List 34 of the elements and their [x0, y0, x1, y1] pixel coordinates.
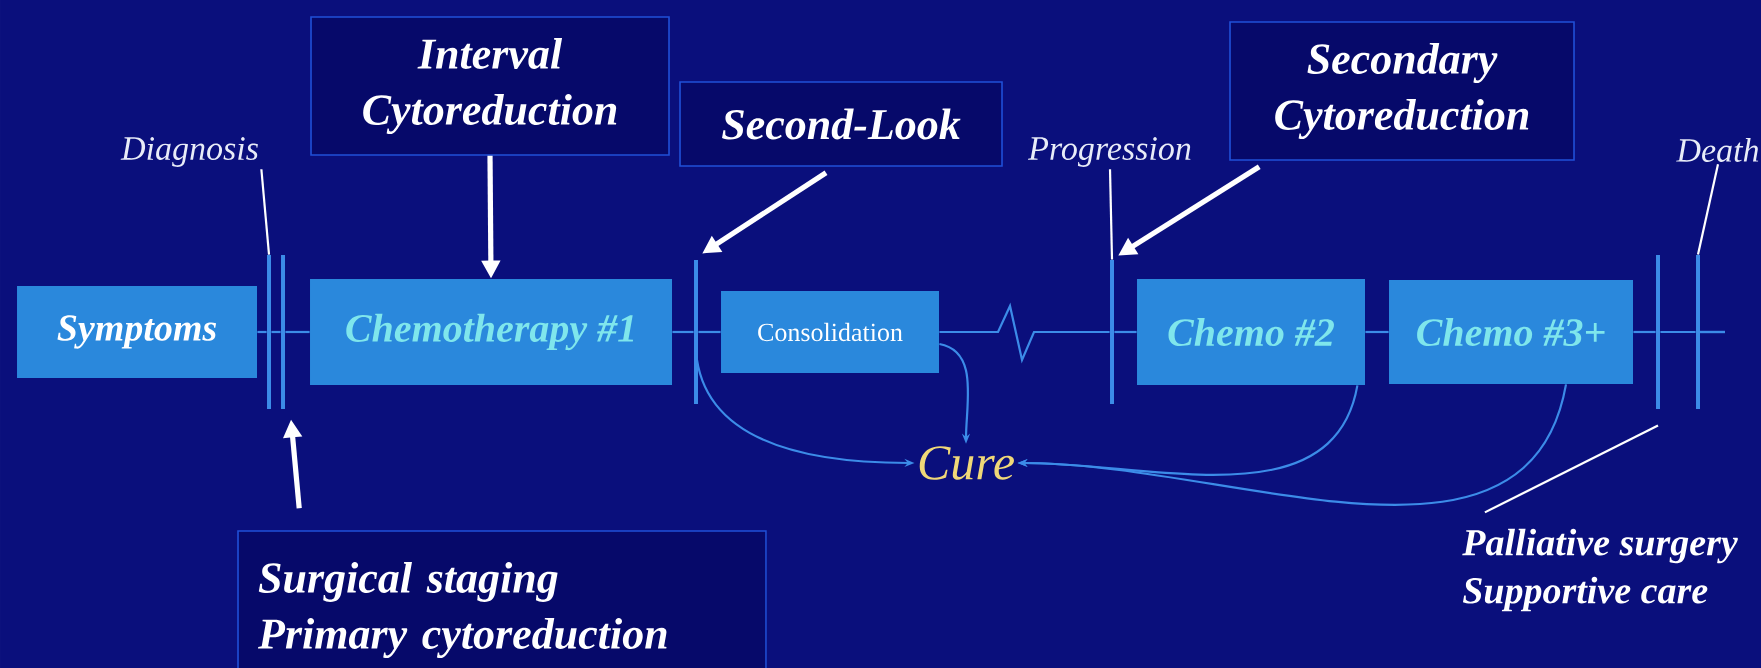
leader-line [1696, 164, 1720, 255]
timeline-line [271, 330, 281, 334]
phase-box: Chemotherapy #1 [310, 279, 672, 385]
timeline-line [1633, 330, 1656, 334]
event-label: Palliative surgery Supportive care [1462, 528, 1738, 612]
callout-box: Interval Cytoreduction [310, 16, 670, 156]
timeline-line [698, 330, 721, 334]
event-label: Death [1676, 138, 1759, 162]
callout-box: Second-Look [679, 81, 1003, 167]
timeline-line [257, 330, 267, 334]
leader-line [1108, 169, 1114, 260]
callout-box: Secondary Cytoreduction [1229, 21, 1575, 161]
leader-line [260, 169, 271, 255]
timeline-line [1660, 330, 1696, 334]
timeline-line [1114, 330, 1137, 334]
timeline-marker [267, 255, 271, 409]
timeline-marker [281, 255, 285, 409]
timeline-line [939, 302, 1110, 364]
callout-box: Surgical staging Primary cytoreduction [237, 530, 767, 668]
timeline-marker [694, 260, 698, 404]
timeline-marker [1696, 255, 1700, 409]
timeline-marker [1656, 255, 1660, 409]
event-label: Diagnosis [120, 137, 258, 167]
timeline-line [285, 330, 310, 334]
outcome-label: Cure [919, 446, 1014, 480]
timeline-line [672, 330, 694, 334]
phase-box: Consolidation [721, 291, 939, 373]
leader-line [1484, 424, 1659, 514]
phase-box: Chemo #2 [1137, 279, 1365, 385]
timeline-marker [1110, 260, 1114, 404]
phase-box: Chemo #3+ [1389, 280, 1633, 384]
phase-box: Symptoms [17, 286, 257, 378]
event-label: Progression [1027, 137, 1191, 167]
timeline-line [1365, 330, 1389, 334]
